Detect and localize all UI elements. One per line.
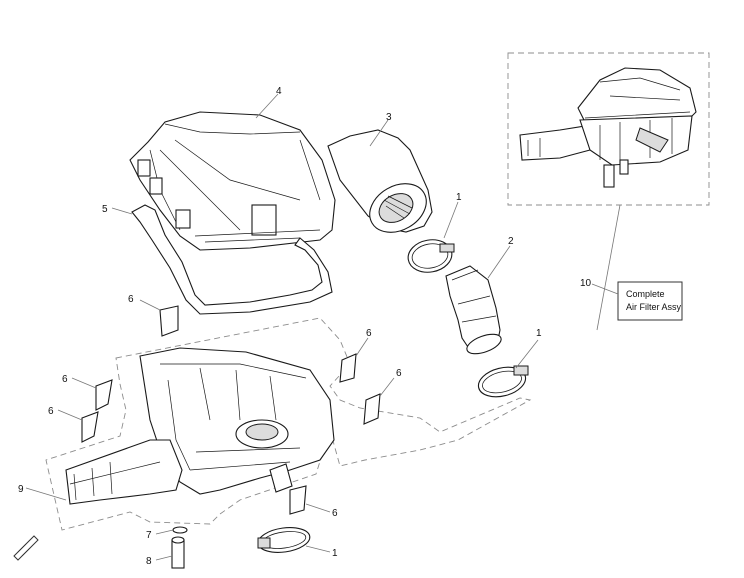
clamp-upper[interactable] [406, 236, 455, 275]
airbox-base[interactable] [65, 347, 335, 505]
callout-1-top: 1 [456, 192, 462, 203]
callout-6-e: 6 [396, 368, 402, 379]
callout-1-right: 1 [536, 328, 542, 339]
label-line-2: Air Filter Assy [626, 302, 682, 312]
callout-6-a: 6 [128, 294, 134, 305]
clip-e[interactable] [363, 393, 381, 425]
label-line-1: Complete [626, 289, 665, 299]
callout-5: 5 [102, 204, 108, 215]
clip-d[interactable] [339, 353, 357, 383]
complete-assembly-inset[interactable] [507, 52, 710, 206]
clip-b[interactable] [95, 379, 113, 411]
callout-8: 8 [146, 556, 152, 567]
intake-boot[interactable] [445, 265, 504, 358]
front-direction-arrow-icon [13, 535, 39, 561]
callout-6-c: 6 [48, 406, 54, 417]
clamp-right[interactable] [475, 363, 529, 402]
callout-6-f: 6 [332, 508, 338, 519]
clip-f[interactable] [289, 485, 307, 515]
callout-3: 3 [386, 112, 392, 123]
callout-6-b: 6 [62, 374, 68, 385]
clip-a[interactable] [159, 305, 179, 337]
callout-2: 2 [508, 236, 514, 247]
callout-6-d: 6 [366, 328, 372, 339]
callout-1-bottom: 1 [332, 548, 338, 559]
callout-9: 9 [18, 484, 24, 495]
callout-10: 10 [580, 278, 592, 289]
cover-seal[interactable] [131, 204, 333, 315]
air-filter-element[interactable] [327, 129, 435, 242]
airbox-cover[interactable] [129, 111, 336, 251]
complete-assembly-label: Complete Air Filter Assy [617, 281, 683, 321]
clamp-small[interactable] [172, 526, 188, 534]
callout-4: 4 [276, 86, 282, 97]
drain-tube[interactable] [171, 536, 185, 569]
clamp-lower[interactable] [257, 524, 312, 555]
callout-7: 7 [146, 530, 152, 541]
clip-c[interactable] [81, 411, 99, 443]
